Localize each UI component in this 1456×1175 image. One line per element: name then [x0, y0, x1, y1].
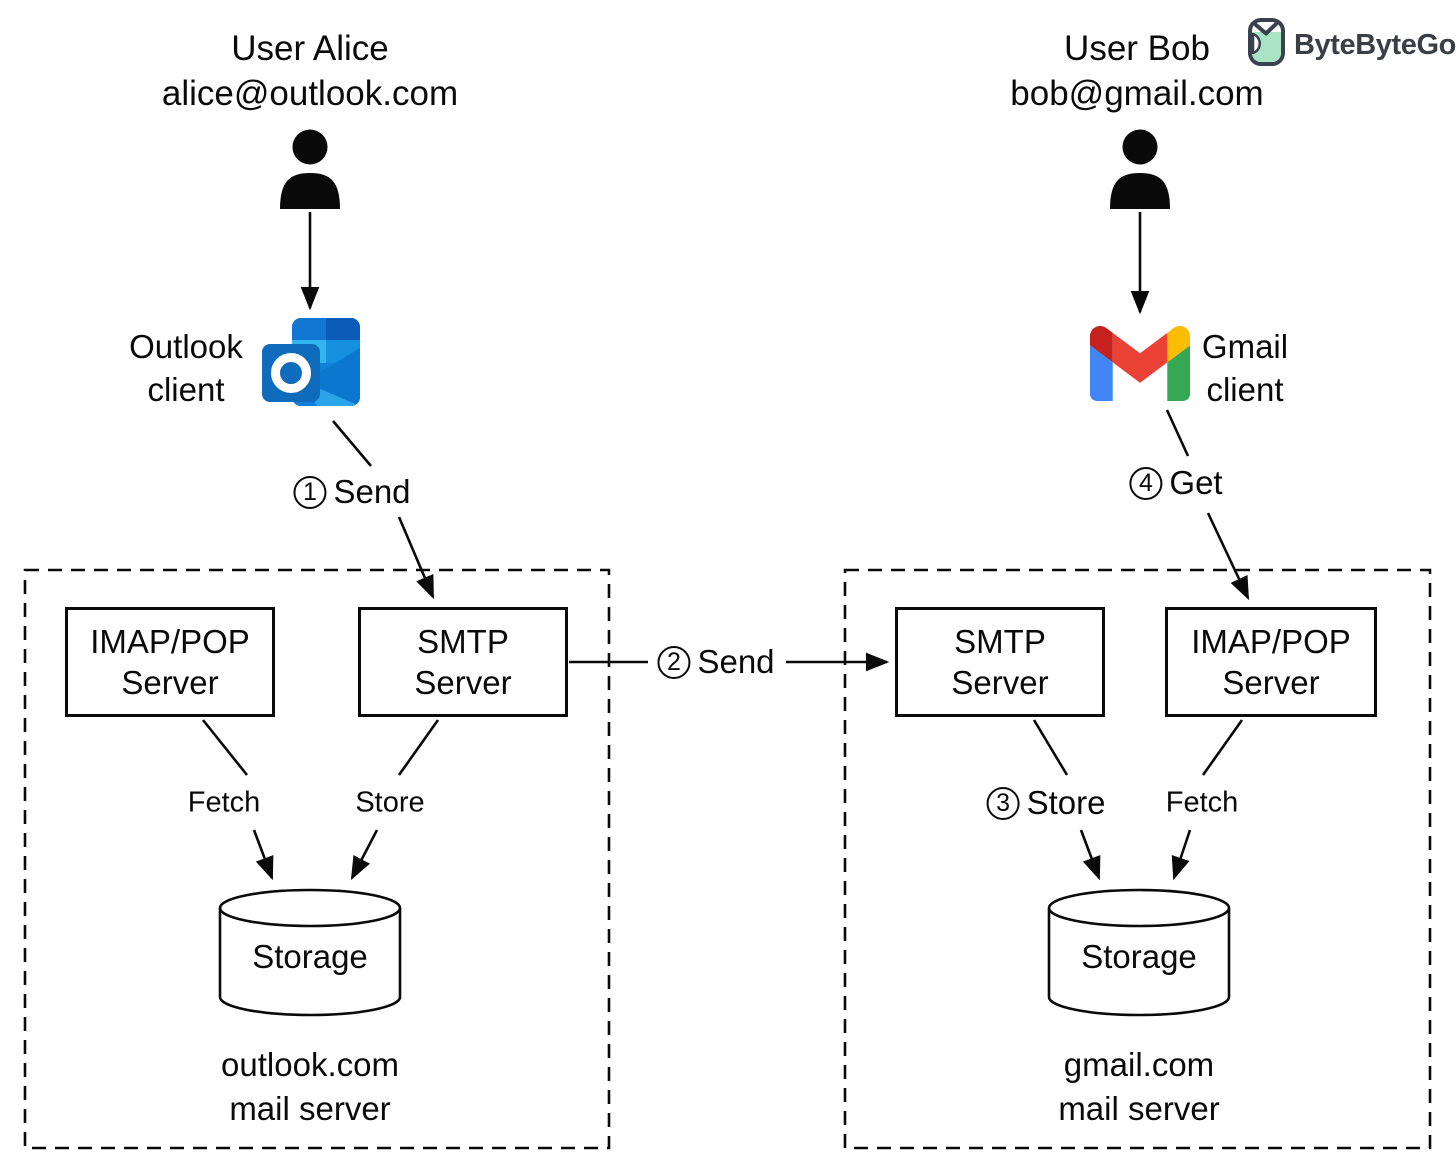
database-cylinder-icon: [1047, 888, 1231, 1017]
line-gmail-to-get4: [1165, 409, 1190, 457]
step-3-circle: 3: [986, 786, 1020, 820]
storage-label-outlook: Storage: [252, 938, 368, 975]
step-2-circle: 2: [657, 645, 691, 679]
person-icon: [280, 129, 340, 209]
step-2-text: Send: [697, 643, 775, 680]
bob-title: User Bob: [1064, 29, 1210, 68]
step-1-send-label: 1 Send: [293, 473, 411, 511]
line-imap-left-to-fetch: [201, 719, 249, 776]
line-outlook-to-send1: [332, 420, 372, 467]
gmail-logo-icon: [1090, 326, 1190, 401]
gmail-mail-server-caption: gmail.com mail server: [1058, 1046, 1220, 1127]
alice-email: alice@outlook.com: [161, 74, 459, 113]
store-label-outlook: Store: [355, 786, 425, 819]
storage-label-gmail: Storage: [1081, 938, 1197, 975]
database-cylinder-icon: [218, 888, 402, 1017]
step-2-send-label: 2 Send: [657, 643, 775, 681]
arrow-fetch-to-storage-right: [1171, 829, 1192, 881]
outlook-logo-icon: [262, 318, 360, 406]
brand-name: ByteByteGo: [1294, 29, 1456, 61]
line-smtp-left-to-store: [397, 719, 440, 776]
step-4-circle: 4: [1129, 466, 1163, 500]
smtp-server-box-gmail: SMTP Server: [895, 607, 1105, 717]
alice-title: User Alice: [231, 29, 389, 68]
step-3-text: Store: [1026, 784, 1106, 821]
arrow-fetch-to-storage-left: [252, 829, 274, 881]
fetch-label-outlook: Fetch: [187, 786, 261, 819]
line-imap-right-to-fetch: [1201, 719, 1244, 776]
bob-email: bob@gmail.com: [1010, 74, 1264, 113]
outlook-mail-server-frame: [23, 568, 611, 1150]
line-smtp-right-to-store3: [1032, 719, 1069, 776]
fetch-label-gmail: Fetch: [1165, 786, 1239, 819]
step-1-circle: 1: [293, 475, 327, 509]
gmail-client-label: Gmail client: [1201, 328, 1289, 408]
arrow-get4-to-imap-right: [1206, 512, 1250, 601]
step-4-get-label: 4 Get: [1129, 464, 1223, 502]
step-3-store-label: 3 Store: [986, 784, 1106, 822]
alice-user-block: User Alice alice@outlook.com: [162, 26, 458, 116]
arrow-send1-to-smtp: [397, 516, 435, 600]
arrow-store3-to-storage-right: [1079, 829, 1101, 881]
arrow-store-to-storage-left: [350, 829, 379, 881]
imap-pop-server-box-gmail: IMAP/POP Server: [1165, 607, 1377, 717]
person-icon: [1110, 129, 1170, 209]
imap-pop-server-box-outlook: IMAP/POP Server: [65, 607, 275, 717]
outlook-mail-server-caption: outlook.com mail server: [221, 1046, 399, 1127]
step-4-text: Get: [1169, 464, 1223, 501]
smtp-server-box-outlook: SMTP Server: [358, 607, 568, 717]
outlook-client-label: Outlook client: [129, 328, 243, 408]
step-1-text: Send: [333, 473, 411, 510]
bytebytego-logo-icon: [1248, 18, 1285, 66]
gmail-mail-server-frame: [843, 568, 1432, 1150]
bob-user-block: User Bob bob@gmail.com: [1010, 26, 1263, 116]
